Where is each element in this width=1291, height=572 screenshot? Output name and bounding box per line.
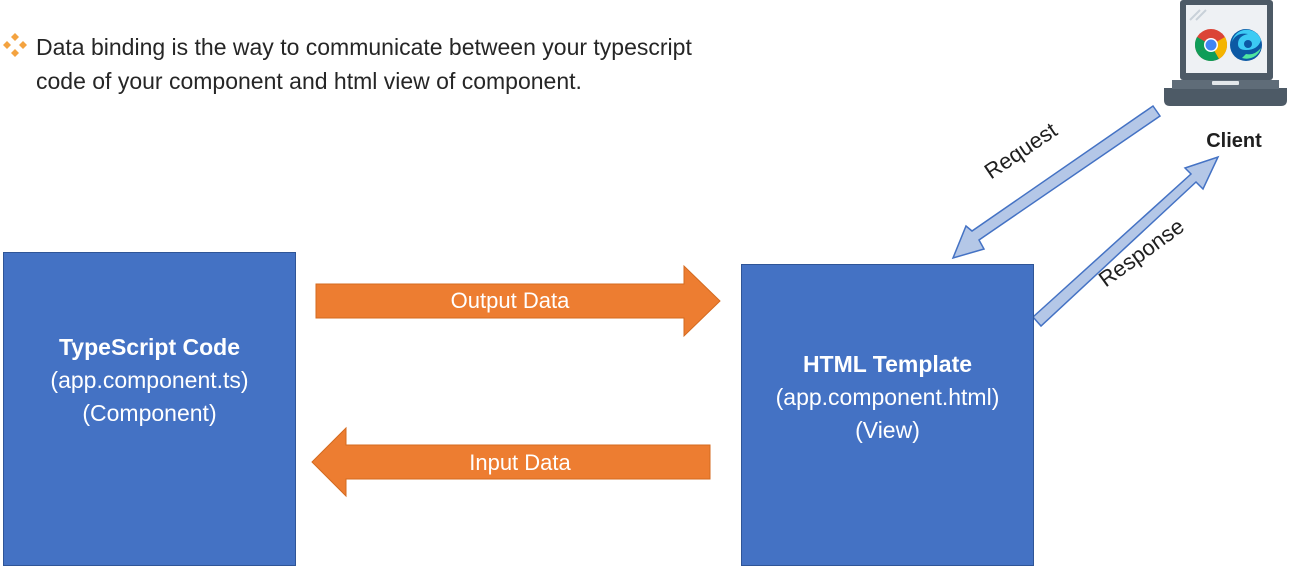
bullet-text: Data binding is the way to communicate b… — [36, 30, 692, 98]
bullet-text-line2: code of your component and html view of … — [36, 68, 582, 94]
view-box-filename: (app.component.html) — [775, 384, 1000, 410]
typescript-component-box: TypeScript Code (app.component.ts) (Comp… — [3, 252, 296, 566]
html-template-box: HTML Template (app.component.html) (View… — [741, 264, 1034, 566]
bullet-point: Data binding is the way to communicate b… — [0, 30, 820, 98]
component-box-title: TypeScript Code — [58, 334, 241, 360]
component-box-filename: (app.component.ts) — [50, 367, 249, 393]
laptop-icon — [1164, 0, 1287, 106]
request-arrow — [951, 104, 1162, 260]
input-data-label: Input Data — [469, 450, 571, 475]
four-diamond-bullet-icon — [3, 33, 27, 57]
chrome-icon — [1194, 29, 1228, 62]
output-data-arrow — [315, 264, 721, 338]
output-data-label: Output Data — [450, 288, 570, 313]
response-arrow — [1031, 155, 1220, 328]
input-data-arrow — [311, 426, 711, 498]
view-box-title: HTML Template — [802, 351, 973, 377]
bullet-text-line1: Data binding is the way to communicate b… — [36, 34, 692, 60]
client-label: Client — [1206, 130, 1262, 152]
edge-icon — [1230, 29, 1262, 61]
component-box-role: (Component) — [82, 400, 217, 426]
view-box-role: (View) — [855, 417, 920, 443]
